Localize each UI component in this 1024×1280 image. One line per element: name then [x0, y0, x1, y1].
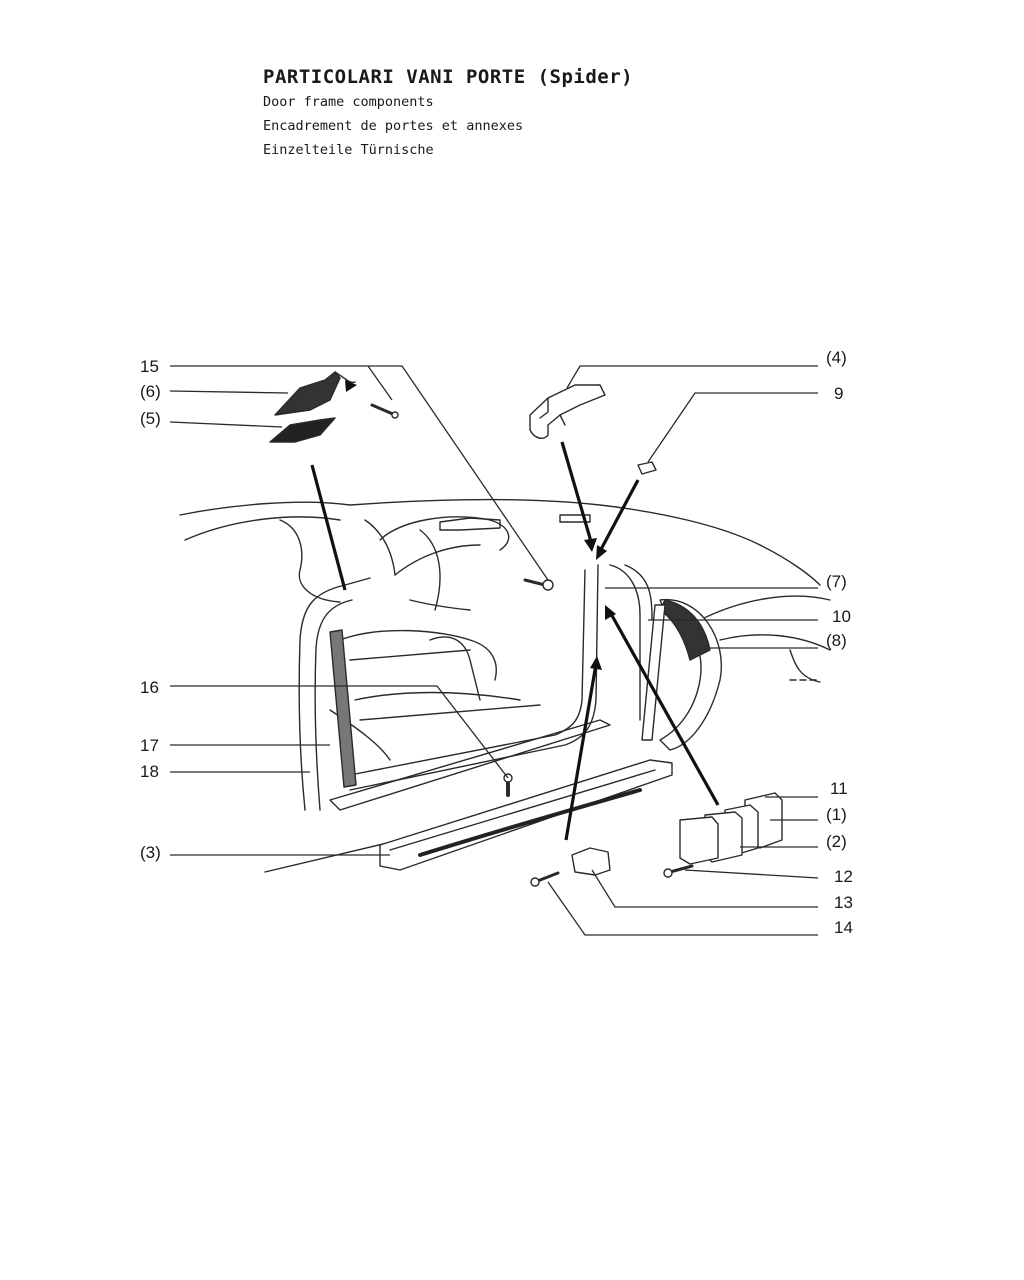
callout-9: 9	[834, 384, 843, 403]
striker-13	[571, 847, 611, 876]
callout-14: 14	[834, 918, 853, 937]
diagram-title: PARTICOLARI VANI PORTE (Spider)	[263, 66, 634, 88]
screw-15-top	[370, 403, 399, 419]
callout-3: (3)	[140, 843, 161, 862]
callout-6: (6)	[140, 382, 161, 401]
screw-15-center	[523, 578, 554, 591]
door-seal-frame	[298, 564, 653, 811]
arrow-heads	[345, 380, 616, 670]
bolt-12	[663, 864, 694, 878]
callout-17: 17	[140, 736, 159, 755]
callout-18: 18	[140, 762, 159, 781]
callout-4: (4)	[826, 348, 847, 367]
callout-1: (1)	[826, 805, 847, 824]
assembly-arrows	[310, 441, 720, 841]
callout-7: (7)	[826, 572, 847, 591]
callout-10: 10	[832, 607, 851, 626]
callout-13: 13	[834, 893, 853, 912]
lower-sill-strip	[329, 719, 611, 811]
vent-6	[274, 371, 356, 416]
trim-strip-17	[329, 629, 357, 788]
title-german: Einzelteile Türnische	[263, 142, 434, 158]
callout-11: 11	[830, 779, 848, 798]
bracket-4	[529, 384, 606, 439]
callout-5: (5)	[140, 409, 161, 428]
vent-5	[269, 417, 336, 443]
callout-2: (2)	[826, 832, 847, 851]
title-french: Encadrement de portes et annexes	[263, 118, 524, 134]
clip-9	[637, 461, 657, 475]
hinge-assembly	[679, 792, 783, 865]
callout-8: (8)	[826, 631, 847, 650]
title-block: PARTICOLARI VANI PORTE (Spider) Door fra…	[263, 66, 633, 162]
callout-12: 12	[834, 867, 853, 886]
pillar-strip-10	[641, 604, 666, 741]
callout-16: 16	[140, 678, 159, 697]
leader-lines	[169, 365, 819, 936]
title-english: Door frame components	[263, 94, 434, 110]
sill-plate	[379, 759, 673, 871]
screw-14	[530, 871, 560, 887]
pillar-trim-8	[659, 599, 722, 751]
title-translations: Door frame components Encadrement de por…	[263, 90, 633, 162]
callout-labels: 15 (6) (5) (4) 9 (7) 10 (8) 16 17 18 11 …	[140, 348, 853, 937]
callout-15: 15	[140, 357, 159, 376]
